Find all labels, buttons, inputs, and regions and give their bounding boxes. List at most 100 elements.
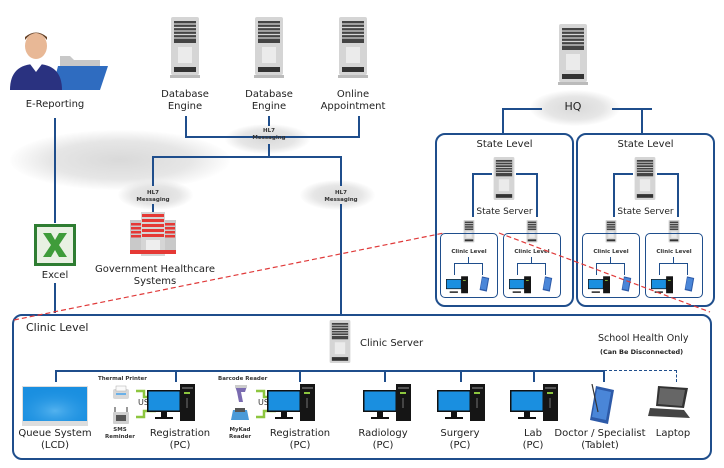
line — [472, 173, 492, 175]
device-label: Laptop — [655, 428, 691, 439]
line — [657, 173, 677, 175]
clinic-level-mini-box — [503, 233, 561, 298]
server-icon-db2 — [254, 17, 284, 79]
server-icon-state — [633, 157, 657, 203]
server-icon-db1 — [170, 17, 200, 79]
thermal-printer-icon — [112, 385, 130, 401]
line — [468, 257, 470, 263]
laptop-icon — [648, 384, 692, 420]
line — [516, 173, 536, 175]
server-icon-state — [492, 157, 516, 203]
clinic-level-mini-box — [440, 233, 498, 298]
pc-mini-icon — [509, 276, 531, 294]
line — [454, 263, 482, 265]
device-label: Radiology(PC) — [358, 428, 408, 451]
user-icon — [8, 28, 108, 90]
state-level-title: State Level — [617, 139, 674, 150]
line — [482, 263, 484, 275]
state-level-box-1: State Level State Server — [435, 133, 574, 307]
server-icon-hq — [558, 24, 588, 86]
line-hq-left-down — [502, 108, 504, 134]
clinic-bus-drop — [55, 370, 57, 382]
line — [677, 173, 679, 217]
line-ereport-down — [54, 118, 56, 223]
cloud-hl7-left — [118, 180, 193, 210]
state-level-box-2: State Level State Server — [576, 133, 715, 307]
excel-icon — [34, 224, 76, 266]
lcd-icon — [22, 386, 88, 426]
line-hl7top-down — [268, 144, 270, 157]
server-icon-online — [338, 17, 368, 79]
clinic-level-title: Clinic Level — [26, 321, 89, 334]
clinic-server-label: Clinic Server — [360, 338, 424, 349]
line — [659, 263, 661, 275]
clinic-level-mini-label: Clinic Level — [514, 249, 550, 255]
line — [687, 263, 689, 275]
pc-registration-2-icon — [267, 384, 315, 422]
clinic-level-mini-label: Clinic Level — [451, 249, 487, 255]
line — [517, 263, 545, 265]
school-health-label: School Health Only — [598, 333, 689, 344]
device-label: Lab(PC) — [522, 428, 544, 451]
clinic-server-mini-icon — [463, 220, 475, 244]
clinic-level-mini-box — [645, 233, 703, 298]
clinic-bus-drop — [299, 370, 301, 382]
line-gov-down — [152, 204, 154, 214]
school-health-note: (Can Be Disconnected) — [600, 348, 684, 356]
barcode-reader-icon — [233, 384, 249, 404]
line-hq-right — [612, 108, 652, 110]
state-server-label: State Server — [617, 207, 674, 217]
pc-radiology-icon — [363, 384, 411, 422]
thermal-printer-label: Thermal Printer — [98, 376, 147, 382]
line — [596, 263, 624, 265]
line-hub-left-down — [152, 156, 154, 186]
clinic-server-mini-icon — [605, 220, 617, 244]
pc-registration-1-icon — [147, 384, 195, 422]
line — [673, 257, 675, 263]
state-server-label: State Server — [476, 207, 533, 217]
sms-reminder-icon — [111, 407, 131, 425]
hq-label: HQ — [564, 100, 582, 113]
line — [610, 257, 612, 263]
line-hub-right-down — [340, 156, 342, 186]
clinic-server-mini-icon — [668, 220, 680, 244]
clinic-level-mini-box — [582, 233, 640, 298]
pc-mini-icon — [446, 276, 468, 294]
line-online-down — [358, 116, 360, 137]
cloud-left — [10, 130, 230, 190]
clinic-bus-drop — [460, 370, 462, 382]
line-db1-down — [185, 116, 187, 137]
pc-mini-icon — [651, 276, 673, 294]
clinic-server-mini-icon — [526, 220, 538, 244]
clinic-bus-drop — [175, 370, 177, 382]
line — [624, 263, 626, 275]
line-hq-right-down — [641, 108, 643, 134]
barcode-reader-label: Barcode Reader — [218, 376, 268, 382]
line-hub-horiz — [152, 156, 342, 158]
line — [454, 263, 456, 275]
pc-mini-icon — [588, 276, 610, 294]
tablet-mini-icon — [541, 275, 553, 293]
clinic-bus — [55, 370, 604, 372]
line — [659, 263, 687, 265]
tablet-mini-icon — [478, 275, 490, 293]
device-label: Registration(PC) — [269, 428, 331, 451]
pc-lab-icon — [510, 384, 558, 422]
usb-label-2: USB — [258, 398, 275, 407]
line-db2-down — [268, 116, 270, 126]
line-right-down-clinic — [340, 204, 342, 314]
clinic-level-mini-label: Clinic Level — [593, 249, 629, 255]
device-label: Surgery(PC) — [440, 428, 480, 451]
line — [613, 173, 615, 217]
state-level-title: State Level — [476, 139, 533, 150]
line — [531, 257, 533, 263]
line — [472, 173, 474, 217]
hospital-icon — [128, 212, 178, 258]
